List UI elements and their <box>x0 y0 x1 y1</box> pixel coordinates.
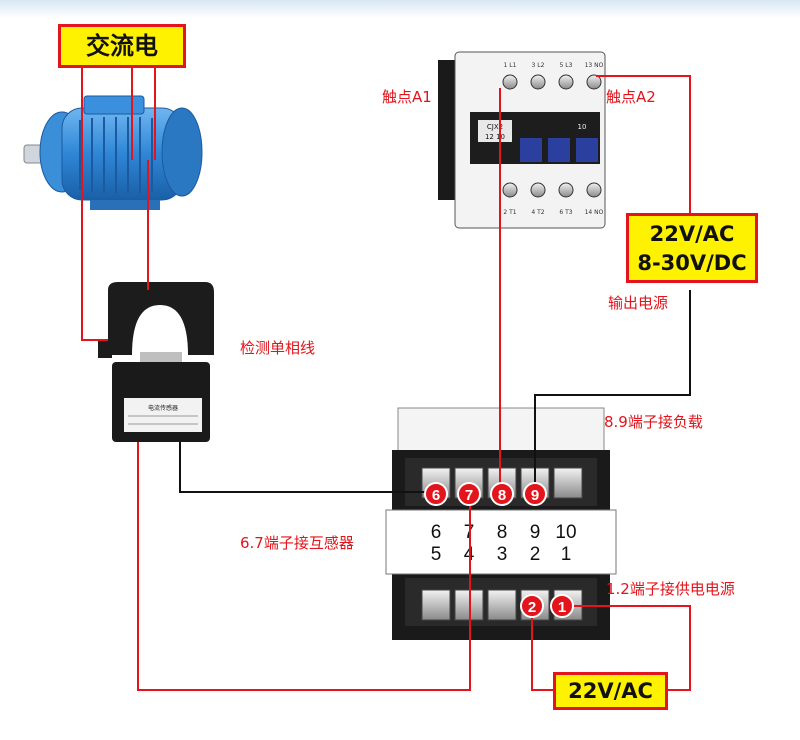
badge-terminal: 8 <box>498 487 506 504</box>
sensor-label-plate <box>124 398 202 432</box>
relay-terminal-number: 6 <box>431 522 442 543</box>
terminal-12-note: 1.2端子接供电电源 <box>606 580 735 598</box>
sensor-window <box>132 305 188 355</box>
contactor-top-terminal-label: 1 L1 <box>504 62 517 69</box>
badge-terminal: 6 <box>432 487 440 504</box>
wire-terminal-2-supply <box>531 606 553 691</box>
contactor-bottom-terminal-label: 4 T2 <box>531 209 544 216</box>
contactor-top-terminal-label: 13 NO <box>585 62 604 69</box>
relay-terminal-number: 9 <box>530 522 541 543</box>
output-supply-box: 22V/AC 8-30V/DC <box>626 213 758 283</box>
relay-number-strip <box>385 509 617 575</box>
relay-terminal-number: 1 <box>561 544 572 565</box>
contactor-bottom-screws <box>502 182 602 198</box>
wire-contact-a2 <box>596 75 691 213</box>
terminal-67-note: 6.7端子接互感器 <box>240 534 354 552</box>
wire-terminal-7 <box>137 442 471 691</box>
top-band <box>0 0 800 18</box>
relay-terminal-number: 10 <box>555 522 576 543</box>
badge-terminal: 1 <box>558 599 566 616</box>
relay-terminal-number: 8 <box>497 522 508 543</box>
relay-terminal-number: 5 <box>431 544 442 565</box>
ac-power-label: 交流电 <box>58 24 186 68</box>
wire-ac-to-sensor <box>81 68 108 341</box>
motor <box>23 95 203 210</box>
contactor-rating: 12 10 <box>485 133 505 141</box>
badge-terminal: 7 <box>465 487 473 504</box>
contactor-top-terminal-label: 5 L3 <box>560 62 573 69</box>
terminal-89-note: 8.9端子接负载 <box>604 413 703 431</box>
wire-sensor-to-terminal-6 <box>179 442 436 493</box>
terminal-badges: 6 7 8 9 2 1 <box>424 482 574 618</box>
supply-voltage-box: 22V/AC <box>553 672 668 710</box>
contact-a1-label: 触点A1 <box>382 88 432 106</box>
sensor-latch <box>98 340 112 358</box>
wire-supply-to-terminal-9 <box>534 290 691 488</box>
red-wires <box>81 68 691 691</box>
contactor-button-3 <box>576 138 598 162</box>
contactor-top-terminal-label: 3 L2 <box>532 62 545 69</box>
contactor-bottom-terminal-label: 2 T1 <box>503 209 516 216</box>
detect-single-phase-label: 检测单相线 <box>240 339 316 357</box>
output-supply-line1: 22V/AC <box>649 222 735 246</box>
contactor: CJX2 12 10 10 1 L1 3 L2 5 L3 13 NO 2 T1 … <box>438 51 606 229</box>
relay-terminal-number: 3 <box>497 544 508 565</box>
relay-terminal-number: 2 <box>530 544 541 565</box>
motor-fins <box>79 117 153 193</box>
contactor-bottom-terminal-label: 6 T3 <box>559 209 572 216</box>
wire-terminal-1-supply <box>562 605 691 691</box>
current-sensor: 电流传感器 <box>98 282 214 442</box>
output-supply-caption: 输出电源 <box>608 294 669 312</box>
motor-fan-cover <box>161 107 203 197</box>
contactor-model: CJX2 <box>487 123 503 131</box>
contactor-bottom-terminal-label: 14 NO <box>585 209 604 216</box>
contactor-top-screws <box>502 74 602 90</box>
contactor-button-1 <box>520 138 542 162</box>
badge-terminal: 2 <box>528 599 536 616</box>
output-supply-line2: 8-30V/DC <box>637 251 747 275</box>
contactor-button-2 <box>548 138 570 162</box>
motor-terminal-box <box>83 95 145 115</box>
motor-feet <box>90 200 160 210</box>
black-wires <box>179 290 691 493</box>
contactor-model-plate <box>478 120 512 142</box>
sensor-label-title: 电流传感器 <box>148 404 178 412</box>
contactor-aux: 10 <box>578 123 587 131</box>
badge-terminal: 9 <box>531 487 539 504</box>
contact-a2-label: 触点A2 <box>606 88 656 106</box>
